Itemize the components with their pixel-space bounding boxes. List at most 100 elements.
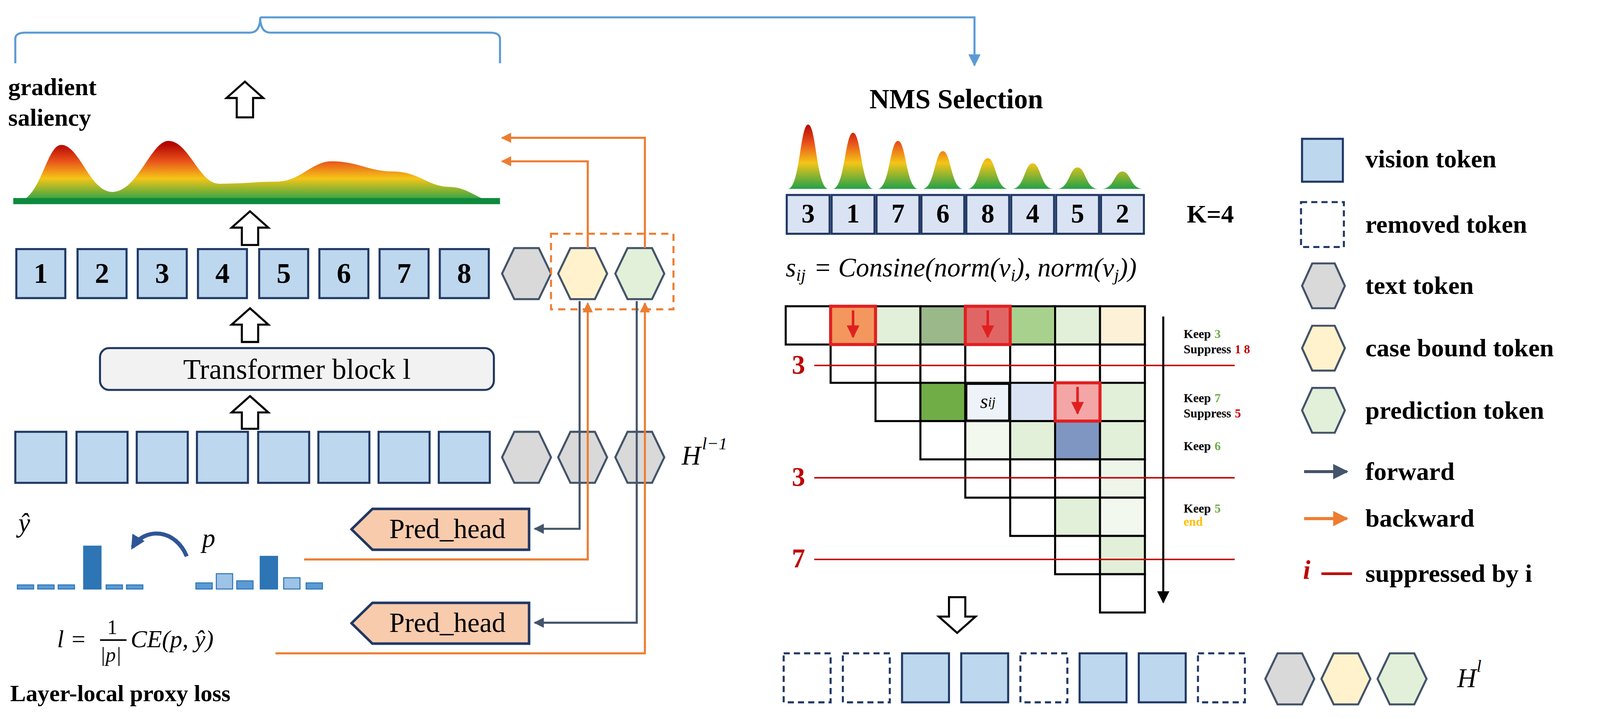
removed-token [783,652,831,702]
similarity-matrix [1054,382,1100,421]
node-text: 4 [215,257,230,290]
node-text: Transformer block l [183,352,411,386]
similarity-matrix [875,306,921,345]
vision-token [378,431,430,483]
legend-text: suppressed by i [1365,560,1533,586]
vision-token [15,431,67,483]
backward-arrow [275,137,1347,653]
ranked-token: 6 [920,194,966,235]
node-text: 4 [1026,199,1040,230]
hexagon-token [558,247,608,299]
label: NMS Selection [869,85,1044,114]
similarity-matrix [1054,421,1100,460]
hexagon-token [502,431,552,483]
step-note-text: Keep [1183,500,1211,516]
suppress-arrow [851,310,855,337]
node-text: 5 [276,257,291,290]
similarity-matrix [1099,382,1145,421]
distribution-bars [260,556,278,589]
suppression-line [1321,572,1353,575]
formula-part: i [1010,265,1016,285]
label: H [1456,665,1477,692]
formula-part: ij [795,265,806,285]
distribution-bars [216,573,233,589]
outline-arrow [226,81,264,118]
outline-arrow [231,396,269,429]
outline-arrow [231,308,269,342]
saliency-curve [13,197,501,204]
legend-text: case bound token [1365,334,1554,360]
step-note: Keep7 [1183,388,1221,405]
label: 1 [106,616,118,637]
similarity-matrix [1010,421,1056,460]
label: 3 [791,351,805,379]
top-bracket [15,17,975,66]
vision-token: 3 [136,247,188,299]
node-text: 8 [457,257,472,290]
vision-token [961,652,1009,702]
node-text: 6 [936,199,950,230]
distribution-bars [17,584,34,589]
suppression-line [814,364,1235,367]
vision-token: 1 [15,247,67,299]
suppress-arrow [986,310,990,337]
label: gradient saliency [8,71,136,133]
similarity-matrix [1054,344,1100,383]
node-text: 8 [981,199,995,230]
similarity-matrix [830,344,876,383]
vision-token: 7 [378,247,430,299]
distribution-bars [83,545,102,589]
hexagon-token [1321,652,1371,704]
backward-arrow [303,303,588,560]
outline-arrow [938,596,976,633]
legend-swatch [1301,263,1345,309]
label: CE(p, ŷ) [130,626,214,652]
pred-head: Pred_head [349,601,531,645]
similarity-matrix [1099,535,1145,574]
step-note-text: Keep [1183,390,1211,406]
vision-token [15,431,1186,703]
similarity-matrix [785,306,1145,613]
formula-part: )) [1119,253,1137,283]
vision-token [902,652,950,702]
node-text: 1 [846,199,860,230]
similarity-matrix [920,382,966,421]
label: l = [57,626,87,652]
ranked-token: 5 [1054,194,1100,235]
curved-arrow [132,533,187,557]
distribution-bars [126,584,143,589]
label: |p| [100,643,122,665]
distribution-bars [283,577,300,589]
vision-token [76,431,128,483]
step-note-text: 3 [1214,326,1221,341]
suppress-arrow [1076,386,1079,414]
legend-swatch [1301,325,1345,371]
formula-part: = Consine(norm(v [813,253,1011,283]
vision-token: 8 [438,247,490,299]
ranked-token: 2 [1099,194,1145,235]
forward-arrow [534,300,580,529]
backward-arrow [1304,516,1347,520]
removed-token [1301,202,1345,248]
removed-token [1020,652,1068,702]
similarity-matrix [875,382,921,421]
node-text: 3 [154,257,170,290]
legend-swatch [1301,324,1347,372]
removed-token [842,652,890,702]
similarity-matrix [920,306,966,345]
similarity-cell: sij [965,382,1011,421]
legend-swatch [1301,386,1347,434]
legend-text: forward [1365,458,1455,484]
similarity-matrix [1054,497,1100,536]
legend-swatch [1301,137,1345,183]
step-note: Keep3 [1183,324,1221,341]
similarity-matrix [965,306,1011,345]
similarity-matrix [875,344,921,383]
label: l [1476,657,1482,675]
outline-arrow [231,211,269,245]
node-text: s [980,390,989,414]
distribution-bars [17,545,323,589]
pred-head-shape [351,508,529,550]
label: ŷ [18,510,31,537]
